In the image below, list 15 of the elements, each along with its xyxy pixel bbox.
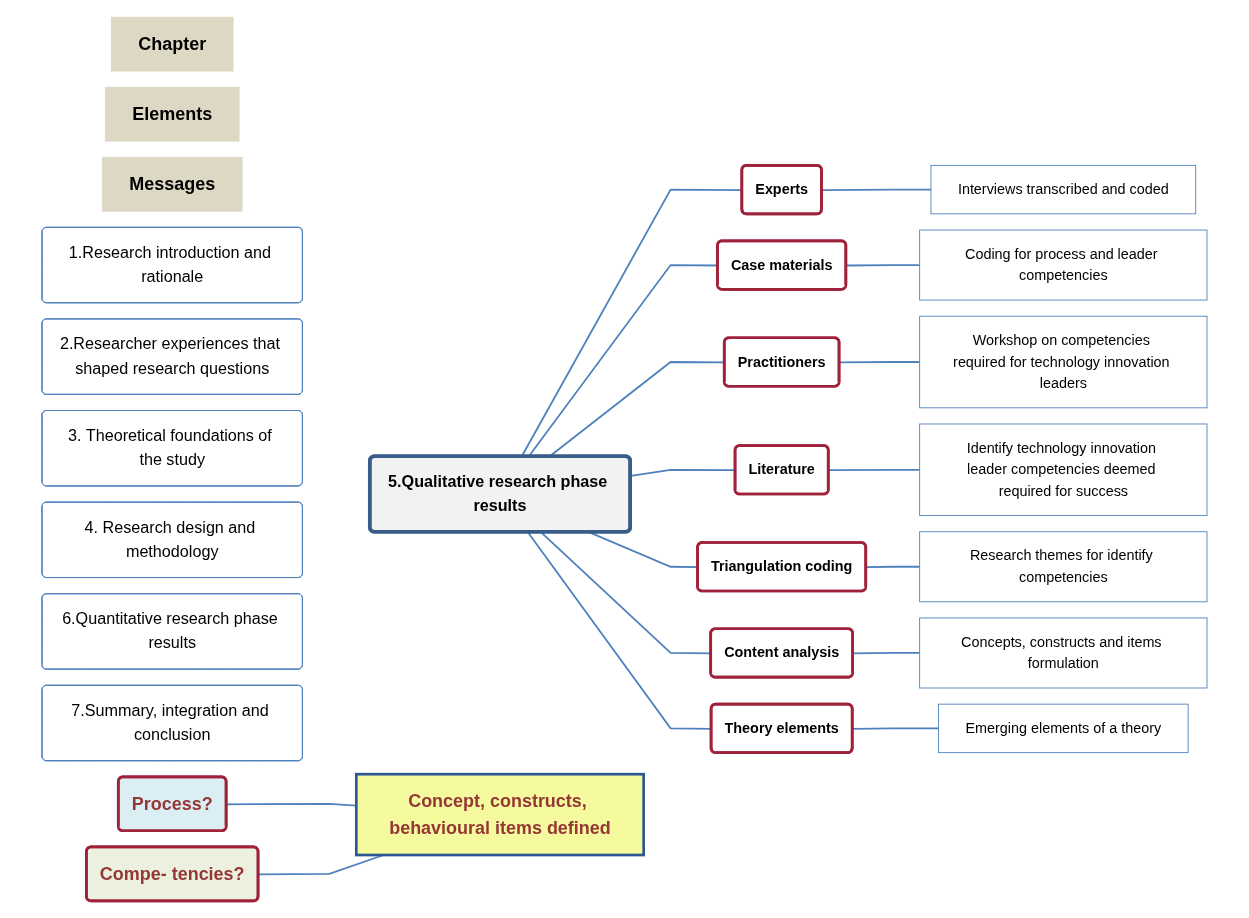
- connector: [845, 264, 921, 267]
- node-box: Messages: [101, 156, 243, 212]
- node-box: Research themes for identify competencies: [919, 531, 1208, 603]
- node-box: Interviews transcribed and coded: [930, 164, 1197, 215]
- connector: [852, 652, 921, 655]
- node-box: Concepts, constructs and items formulation: [919, 617, 1208, 689]
- node-box: Emerging elements of a theory: [938, 703, 1189, 754]
- connector: [821, 188, 932, 191]
- node-box: Elements: [104, 86, 240, 142]
- node-box: Workshop on competencies required for technology innovation leaders: [919, 315, 1208, 409]
- node-box: Concept, constructs, behavioural items defined: [354, 772, 645, 857]
- node-box: Coding for process and leader competencies: [919, 229, 1208, 301]
- node-box: Chapter: [110, 16, 234, 72]
- connector: [865, 565, 921, 569]
- node-box: Identify technology innovation leader competencies deemed required for success: [919, 423, 1208, 517]
